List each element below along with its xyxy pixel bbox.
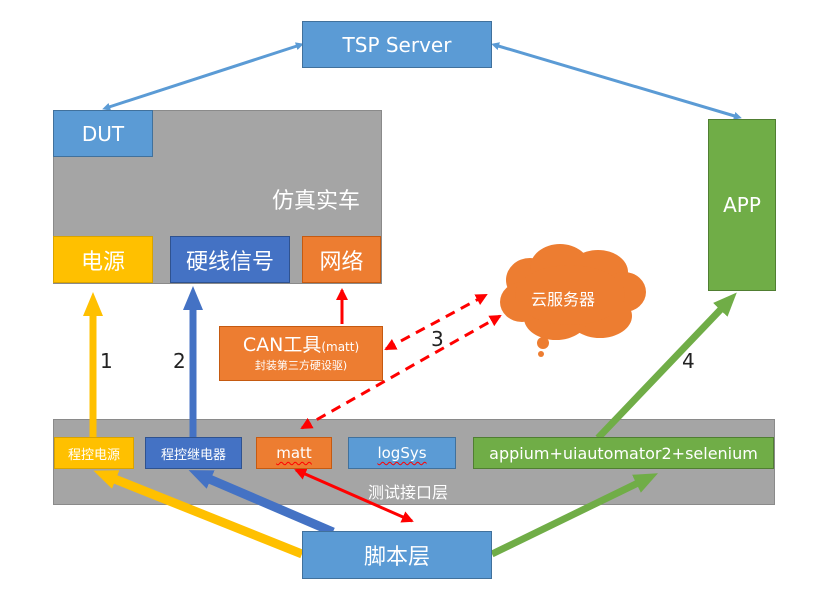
prog-power-box: 程控电源 [54, 437, 134, 469]
arrow-matt-cloud [300, 314, 502, 430]
edge-label-4: 4 [682, 349, 695, 373]
arrow-script-to-prog-power [93, 470, 304, 559]
tsp-server-label: TSP Server [342, 32, 452, 57]
arrow-matt-script [294, 468, 414, 523]
appium-label: appium+uiautomator2+selenium [489, 443, 758, 463]
cloud-shape [500, 244, 646, 357]
dut-box: DUT [53, 110, 153, 157]
can-tool-paren-label: (matt) [321, 339, 360, 354]
tsp-server-box: TSP Server [302, 21, 492, 68]
hardwire-box: 硬线信号 [170, 236, 290, 283]
hardwire-label: 硬线信号 [185, 249, 274, 275]
can-tool-box: CAN工具(matt) 封装第三方硬设驱) [219, 326, 383, 381]
prog-relay-label: 程控继电器 [160, 447, 226, 463]
test-layer-label: 测试接口层 [368, 483, 449, 502]
dut-label: DUT [81, 121, 125, 146]
arrow-script-to-relay [188, 470, 335, 537]
arrow-script-to-appium [490, 473, 658, 558]
arrow-appium-to-app [595, 292, 737, 441]
logsys-box: logSys [348, 437, 456, 469]
can-tool-sub-label: 封装第三方硬设驱) [254, 358, 348, 372]
prog-power-label: 程控电源 [67, 447, 120, 463]
logsys-label: logSys [377, 444, 427, 462]
arrow-tsp-dut [102, 42, 304, 111]
script-layer-label: 脚本层 [363, 545, 430, 570]
sim-car-label: 仿真实车 [272, 189, 361, 214]
prog-relay-box: 程控继电器 [145, 437, 242, 469]
arrow-tsp-app [491, 42, 742, 120]
power-label: 电源 [80, 249, 125, 275]
can-tool-main-label: CAN工具 [242, 333, 322, 356]
edge-label-2: 2 [173, 349, 186, 373]
power-box: 电源 [53, 236, 153, 283]
matt-label: matt [276, 444, 312, 462]
appium-box: appium+uiautomator2+selenium [473, 437, 774, 469]
app-box: APP [708, 119, 776, 291]
matt-box: matt [256, 437, 332, 469]
edge-label-3: 3 [431, 327, 444, 351]
cloud-label: 云服务器 [531, 290, 596, 309]
network-box: 网络 [302, 236, 381, 283]
network-label: 网络 [319, 249, 364, 275]
script-layer-box: 脚本层 [302, 531, 492, 579]
edge-label-1: 1 [100, 349, 113, 373]
app-label: APP [723, 193, 761, 217]
